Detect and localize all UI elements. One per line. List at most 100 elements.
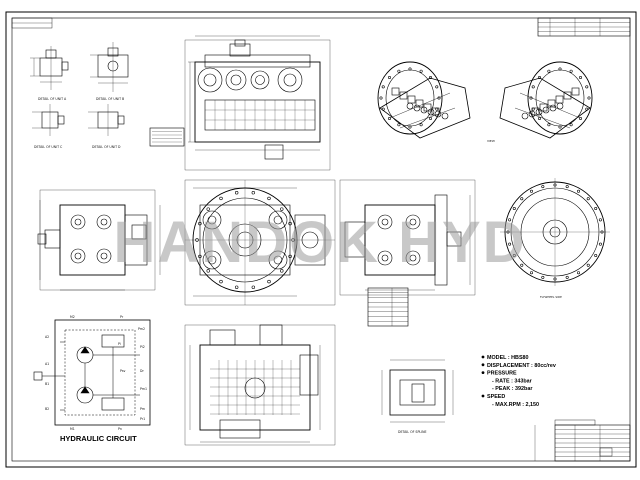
detail-d-label: DETAIL OF UNIT D <box>92 145 121 149</box>
pump-side-view-right <box>339 179 476 296</box>
flange-bolt <box>586 263 590 267</box>
side-left-shaft <box>44 229 61 249</box>
iso-component <box>563 91 572 100</box>
iso-flange-bolt <box>435 85 439 89</box>
front-flange-bolt <box>219 196 223 201</box>
pump-side-view-left <box>37 189 161 291</box>
front-port <box>268 250 288 270</box>
iso-flange-bolt <box>419 123 423 127</box>
flange-bolt <box>508 218 512 222</box>
iso-body <box>499 77 591 139</box>
iso-component <box>423 103 432 112</box>
iso-component <box>539 103 548 112</box>
top-view-shaft <box>234 39 246 47</box>
circuit-port-label: Pr1 <box>140 417 145 421</box>
sheet-border-inner <box>11 17 631 462</box>
title-block-header <box>554 419 596 426</box>
circuit-port-label: M2 <box>70 315 75 319</box>
front-view-frame <box>184 179 336 306</box>
side-left-regulator <box>124 214 148 266</box>
iso-flange-bolt <box>537 75 541 79</box>
side-right-frame <box>339 179 476 296</box>
iso-flange-bolt <box>408 67 412 71</box>
side-left-port-inner <box>100 252 108 260</box>
circuit-port-label: Pr <box>120 315 124 319</box>
circuit-pump-arrow <box>80 386 90 394</box>
top-view-shaft-boss <box>229 43 251 57</box>
circuit-motor-box <box>33 371 43 381</box>
iso-flange-bolt <box>531 85 535 89</box>
iso-fitting <box>434 110 442 118</box>
side-right-port <box>377 250 393 266</box>
spline-detail-label: DETAIL OF SPLINE <box>398 430 427 434</box>
flange-bolt <box>541 185 545 189</box>
spline-detail-view: DETAIL OF SPLINE <box>381 359 454 434</box>
spline-detail-body <box>389 369 446 416</box>
iso-flange-bolt <box>547 69 551 73</box>
spec-line: - RATE : 343bar <box>492 378 533 384</box>
side-right-shaft <box>446 231 462 247</box>
iso-flange-bolt <box>547 123 551 127</box>
front-port-inner <box>207 215 217 225</box>
top-view-port-inner <box>230 74 242 86</box>
spec-line: SPEED <box>487 394 505 400</box>
iso-edge <box>399 107 456 129</box>
iso-flange-bolt <box>381 85 385 89</box>
spec-line: - PEAK : 392bar <box>492 386 533 392</box>
bottom-side-block <box>299 354 319 396</box>
circuit-port-label: A2 <box>45 335 49 339</box>
flange-bolt <box>512 207 516 211</box>
detail-a-label: DETAIL OF UNIT A <box>38 97 67 101</box>
front-flange-bolt <box>267 196 271 201</box>
iso-body <box>379 77 471 139</box>
iso-fitting <box>556 102 564 110</box>
detail-b-label: DETAIL OF UNIT B <box>96 97 124 101</box>
iso-flange <box>377 61 443 135</box>
flange-bolt <box>598 218 602 222</box>
iso-flange-bolt <box>558 67 562 71</box>
iso-flange-bolt <box>579 75 583 79</box>
side-left-port <box>96 214 112 230</box>
spec-bullet-icon <box>481 394 485 398</box>
top-view-port-inner <box>203 73 217 87</box>
flange-bolt <box>576 189 580 193</box>
front-flange-bolt <box>234 191 239 195</box>
spline-detail-inner <box>399 379 436 406</box>
iso-edge <box>514 107 571 129</box>
bottom-mount <box>219 419 261 439</box>
detail-d-port <box>117 115 125 125</box>
circuit-pump-arrow <box>80 346 90 354</box>
iso-flange-bolt <box>419 69 423 73</box>
iso-flange-bolt <box>569 69 573 73</box>
circuit-port-label: Pm2 <box>138 327 145 331</box>
detail-a-port <box>61 61 69 71</box>
circuit-port-label: Dr <box>140 369 144 373</box>
side-left-port-inner <box>100 218 108 226</box>
front-port <box>202 210 222 230</box>
iso-edge <box>389 92 451 119</box>
flange-bolt <box>508 242 512 246</box>
side-left-port <box>96 248 112 264</box>
iso-fitting <box>406 102 414 110</box>
flange-bolt <box>576 271 580 275</box>
circuit-port-label: Pm <box>140 407 145 411</box>
iso-view-label: VIEW <box>487 139 495 143</box>
spline-table <box>367 287 409 327</box>
side-right-port <box>377 214 393 230</box>
iso-flange-bolt <box>379 96 383 100</box>
iso-flange-bolt <box>397 123 401 127</box>
bottom-port <box>244 377 266 399</box>
side-left-port <box>70 214 86 230</box>
top-view-sub-port <box>264 144 284 160</box>
circuit-port-label: M1 <box>70 427 75 431</box>
iso-flange-bolt <box>408 125 412 129</box>
side-right-port <box>405 214 421 230</box>
iso-flange-bolt <box>585 85 589 89</box>
front-flange-bolt <box>206 269 210 273</box>
iso-flange <box>527 61 593 135</box>
circuit-pump-group <box>64 329 136 416</box>
circuit-port-label: Pi <box>118 342 121 346</box>
